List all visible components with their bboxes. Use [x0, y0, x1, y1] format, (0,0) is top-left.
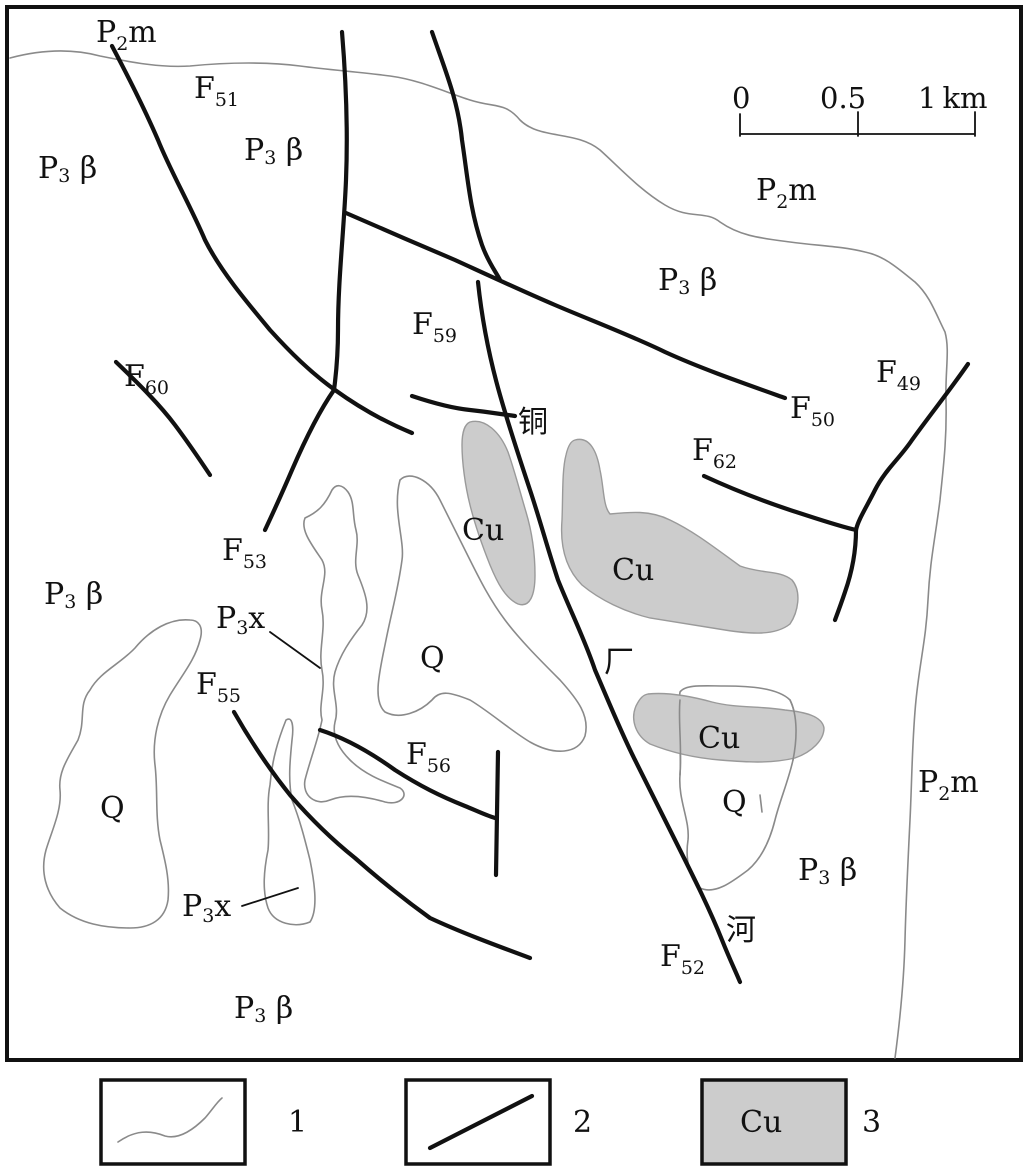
- label-cu-1: Cu: [462, 513, 504, 548]
- label-f55: F55: [196, 667, 241, 707]
- label-p3b-s: P3 β: [234, 991, 293, 1027]
- legend-boundary-line-icon: [117, 1097, 223, 1143]
- scale-tick-0: 0: [732, 81, 750, 115]
- label-p3x-s: P3x: [182, 889, 231, 927]
- label-q-se: Q: [722, 785, 747, 820]
- label-q-sw: Q: [100, 791, 125, 826]
- fault-f53: [262, 387, 337, 533]
- legend-number-2: 2: [573, 1105, 592, 1140]
- label-p3b-se: P3 β: [798, 853, 857, 889]
- label-cu-2: Cu: [612, 553, 654, 588]
- legend-number-3: 3: [862, 1105, 881, 1140]
- legend-box-3: [700, 1078, 848, 1166]
- boundary-north-p2m: [9, 50, 949, 1059]
- fault-nw: [109, 43, 415, 436]
- fault-f50: [343, 210, 788, 401]
- fault-f55: [231, 709, 533, 961]
- label-p2m-e: P2m: [918, 765, 979, 805]
- label-p2m-nw: P2m: [96, 15, 157, 55]
- place-name-char-3: 河: [726, 913, 756, 948]
- ore-body-cu-3: [632, 692, 825, 763]
- label-f49: F49: [876, 355, 921, 395]
- place-name-char-1: 铜: [518, 405, 548, 440]
- leader-p3x-n: [269, 631, 321, 669]
- legend-number-1: 1: [288, 1105, 307, 1140]
- fault-f49: [832, 361, 971, 623]
- boundary-p3x-n: [303, 484, 405, 804]
- fault-f59-west: [331, 29, 349, 393]
- ore-body-cu-1: [461, 420, 536, 606]
- label-f53: F53: [222, 533, 267, 573]
- label-p2m-ne: P2m: [756, 173, 817, 213]
- label-f60: F60: [124, 359, 169, 399]
- scale-tick-half: 0.5: [820, 81, 866, 115]
- label-f50: F50: [790, 391, 835, 431]
- fault-f56: [317, 727, 498, 821]
- boundary-p3x-s: [263, 718, 316, 926]
- legend-fault-line-icon: [427, 1093, 535, 1151]
- boundary-q-sw: [42, 619, 203, 929]
- label-f51: F51: [194, 71, 239, 111]
- legend: 1 2 Cu 3: [99, 1078, 881, 1166]
- boundary-q-se-overlay: [678, 699, 797, 776]
- legend-ore-text: Cu: [740, 1105, 782, 1140]
- label-f52: F52: [660, 939, 705, 979]
- boundary-q-se-inner: [759, 794, 763, 813]
- label-p3b-n: P3 β: [244, 133, 303, 169]
- fault-f59-east: [429, 29, 503, 283]
- label-p3b-ne: P3 β: [658, 263, 717, 299]
- fault-f60: [113, 359, 213, 478]
- label-p3x-n: P3x: [216, 601, 265, 639]
- fault-f62: [701, 473, 859, 533]
- label-p3b-sw: P3 β: [44, 577, 103, 613]
- ore-body-cu-2: [560, 438, 799, 634]
- place-name-char-2: 厂: [604, 645, 634, 680]
- fault-f56-tbar: [493, 749, 501, 878]
- map-frame: [5, 5, 1023, 1062]
- boundary-q-se: [677, 684, 797, 891]
- label-f62: F62: [692, 433, 737, 473]
- fault-short-tong: [409, 393, 518, 419]
- label-cu-3: Cu: [698, 721, 740, 756]
- label-f56: F56: [406, 737, 451, 777]
- label-q-center: Q: [420, 641, 445, 676]
- boundary-q-center: [377, 475, 587, 752]
- label-p3b-w: P3 β: [38, 151, 97, 187]
- label-f59: F59: [412, 307, 457, 347]
- leader-p3x-s: [241, 887, 299, 907]
- fault-f52: [475, 279, 743, 985]
- legend-box-1: [99, 1078, 247, 1166]
